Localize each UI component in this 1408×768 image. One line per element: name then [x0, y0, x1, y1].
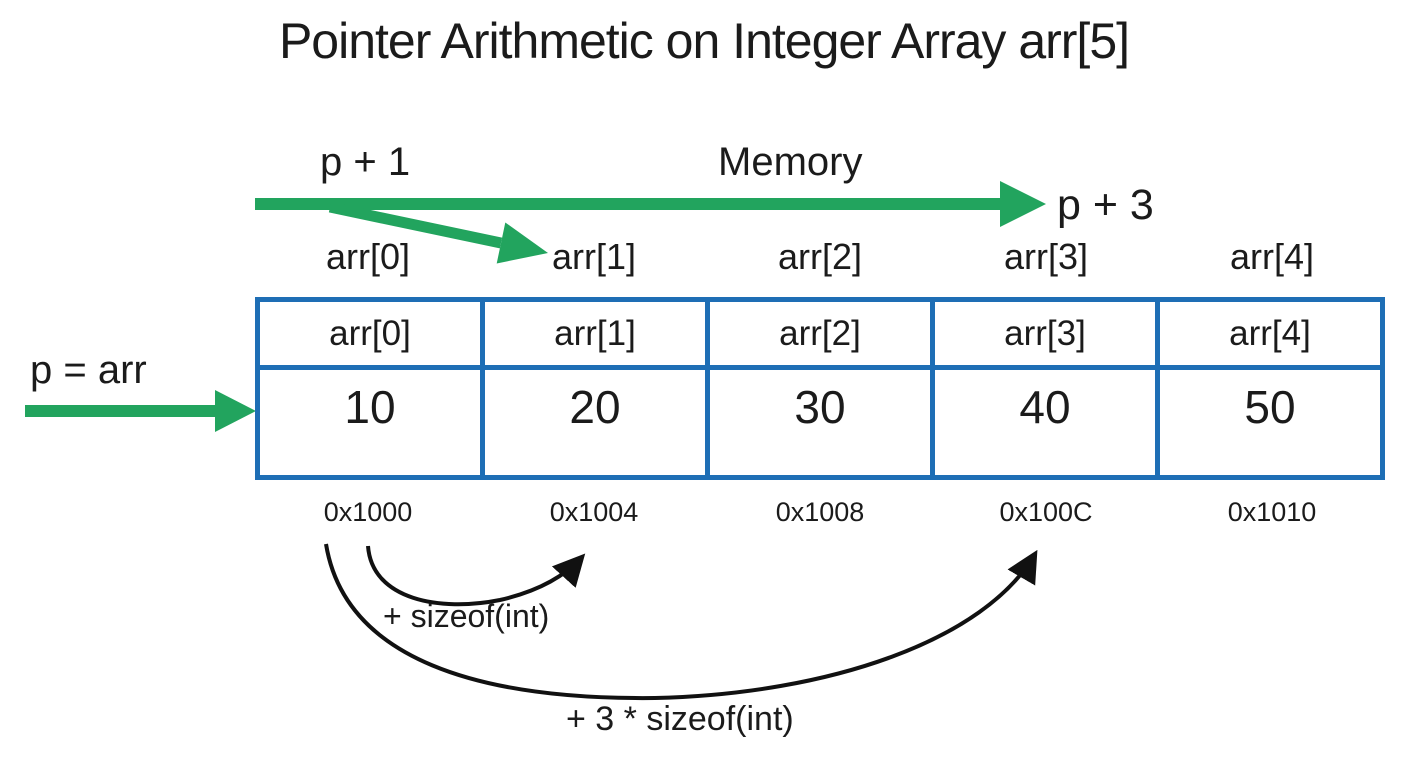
address-label-3: 0x100C — [999, 497, 1093, 527]
cell-value: 30 — [794, 381, 846, 433]
cell-value: 10 — [344, 381, 396, 433]
index-label-arr4: arr[4] — [1229, 236, 1315, 277]
array-table: arr[0] 10 arr[1] 20 arr[2] 30 arr[3] 40 … — [255, 297, 1385, 480]
array-cell-3: arr[3] 40 — [935, 302, 1160, 475]
index-label-arr1: arr[1] — [551, 236, 637, 277]
p-equals-arr-arrow — [25, 390, 256, 432]
index-label-arr0: arr[0] — [325, 236, 411, 277]
memory-label: Memory — [718, 140, 863, 184]
address-label-4: 0x1010 — [1227, 497, 1317, 527]
array-cell-4: arr[4] 50 — [1160, 302, 1380, 475]
diagram-title: Pointer Arithmetic on Integer Array arr[… — [278, 13, 1130, 69]
plus-sizeof-label: + sizeof(int) — [383, 598, 550, 634]
array-index-labels: arr[0] arr[1] arr[2] arr[3] arr[4] — [255, 236, 1385, 278]
cell-header: arr[1] — [485, 302, 705, 370]
memory-direction-arrow — [255, 181, 1046, 227]
cell-header: arr[0] — [260, 302, 480, 370]
array-cell-2: arr[2] 30 — [710, 302, 935, 475]
cell-value: 40 — [1019, 381, 1071, 433]
cell-value: 20 — [569, 381, 621, 433]
array-cell-0: arr[0] 10 — [260, 302, 485, 475]
cell-header: arr[4] — [1160, 302, 1380, 370]
address-label-2: 0x1008 — [775, 497, 865, 527]
p-plus-1-label: p + 1 — [320, 140, 411, 184]
address-label-1: 0x1004 — [549, 497, 639, 527]
three-sizeof-curve — [324, 543, 1038, 701]
array-cell-1: arr[1] 20 — [485, 302, 710, 475]
p-equals-arr-label: p = arr — [30, 348, 147, 392]
address-label-0: 0x1000 — [323, 497, 413, 527]
sizeof-curve — [366, 545, 586, 607]
p-plus-3-label: p + 3 — [1057, 181, 1154, 229]
index-label-arr2: arr[2] — [777, 236, 863, 277]
cell-header: arr[3] — [935, 302, 1155, 370]
cell-header: arr[2] — [710, 302, 930, 370]
index-label-arr3: arr[3] — [1003, 236, 1089, 277]
p-plus-1-arrow — [328, 201, 548, 264]
memory-address-labels: 0x1000 0x1004 0x1008 0x100C 0x1010 — [255, 497, 1385, 528]
cell-value: 50 — [1244, 381, 1296, 433]
plus-three-sizeof-label: + 3 * sizeof(int) — [566, 700, 794, 738]
